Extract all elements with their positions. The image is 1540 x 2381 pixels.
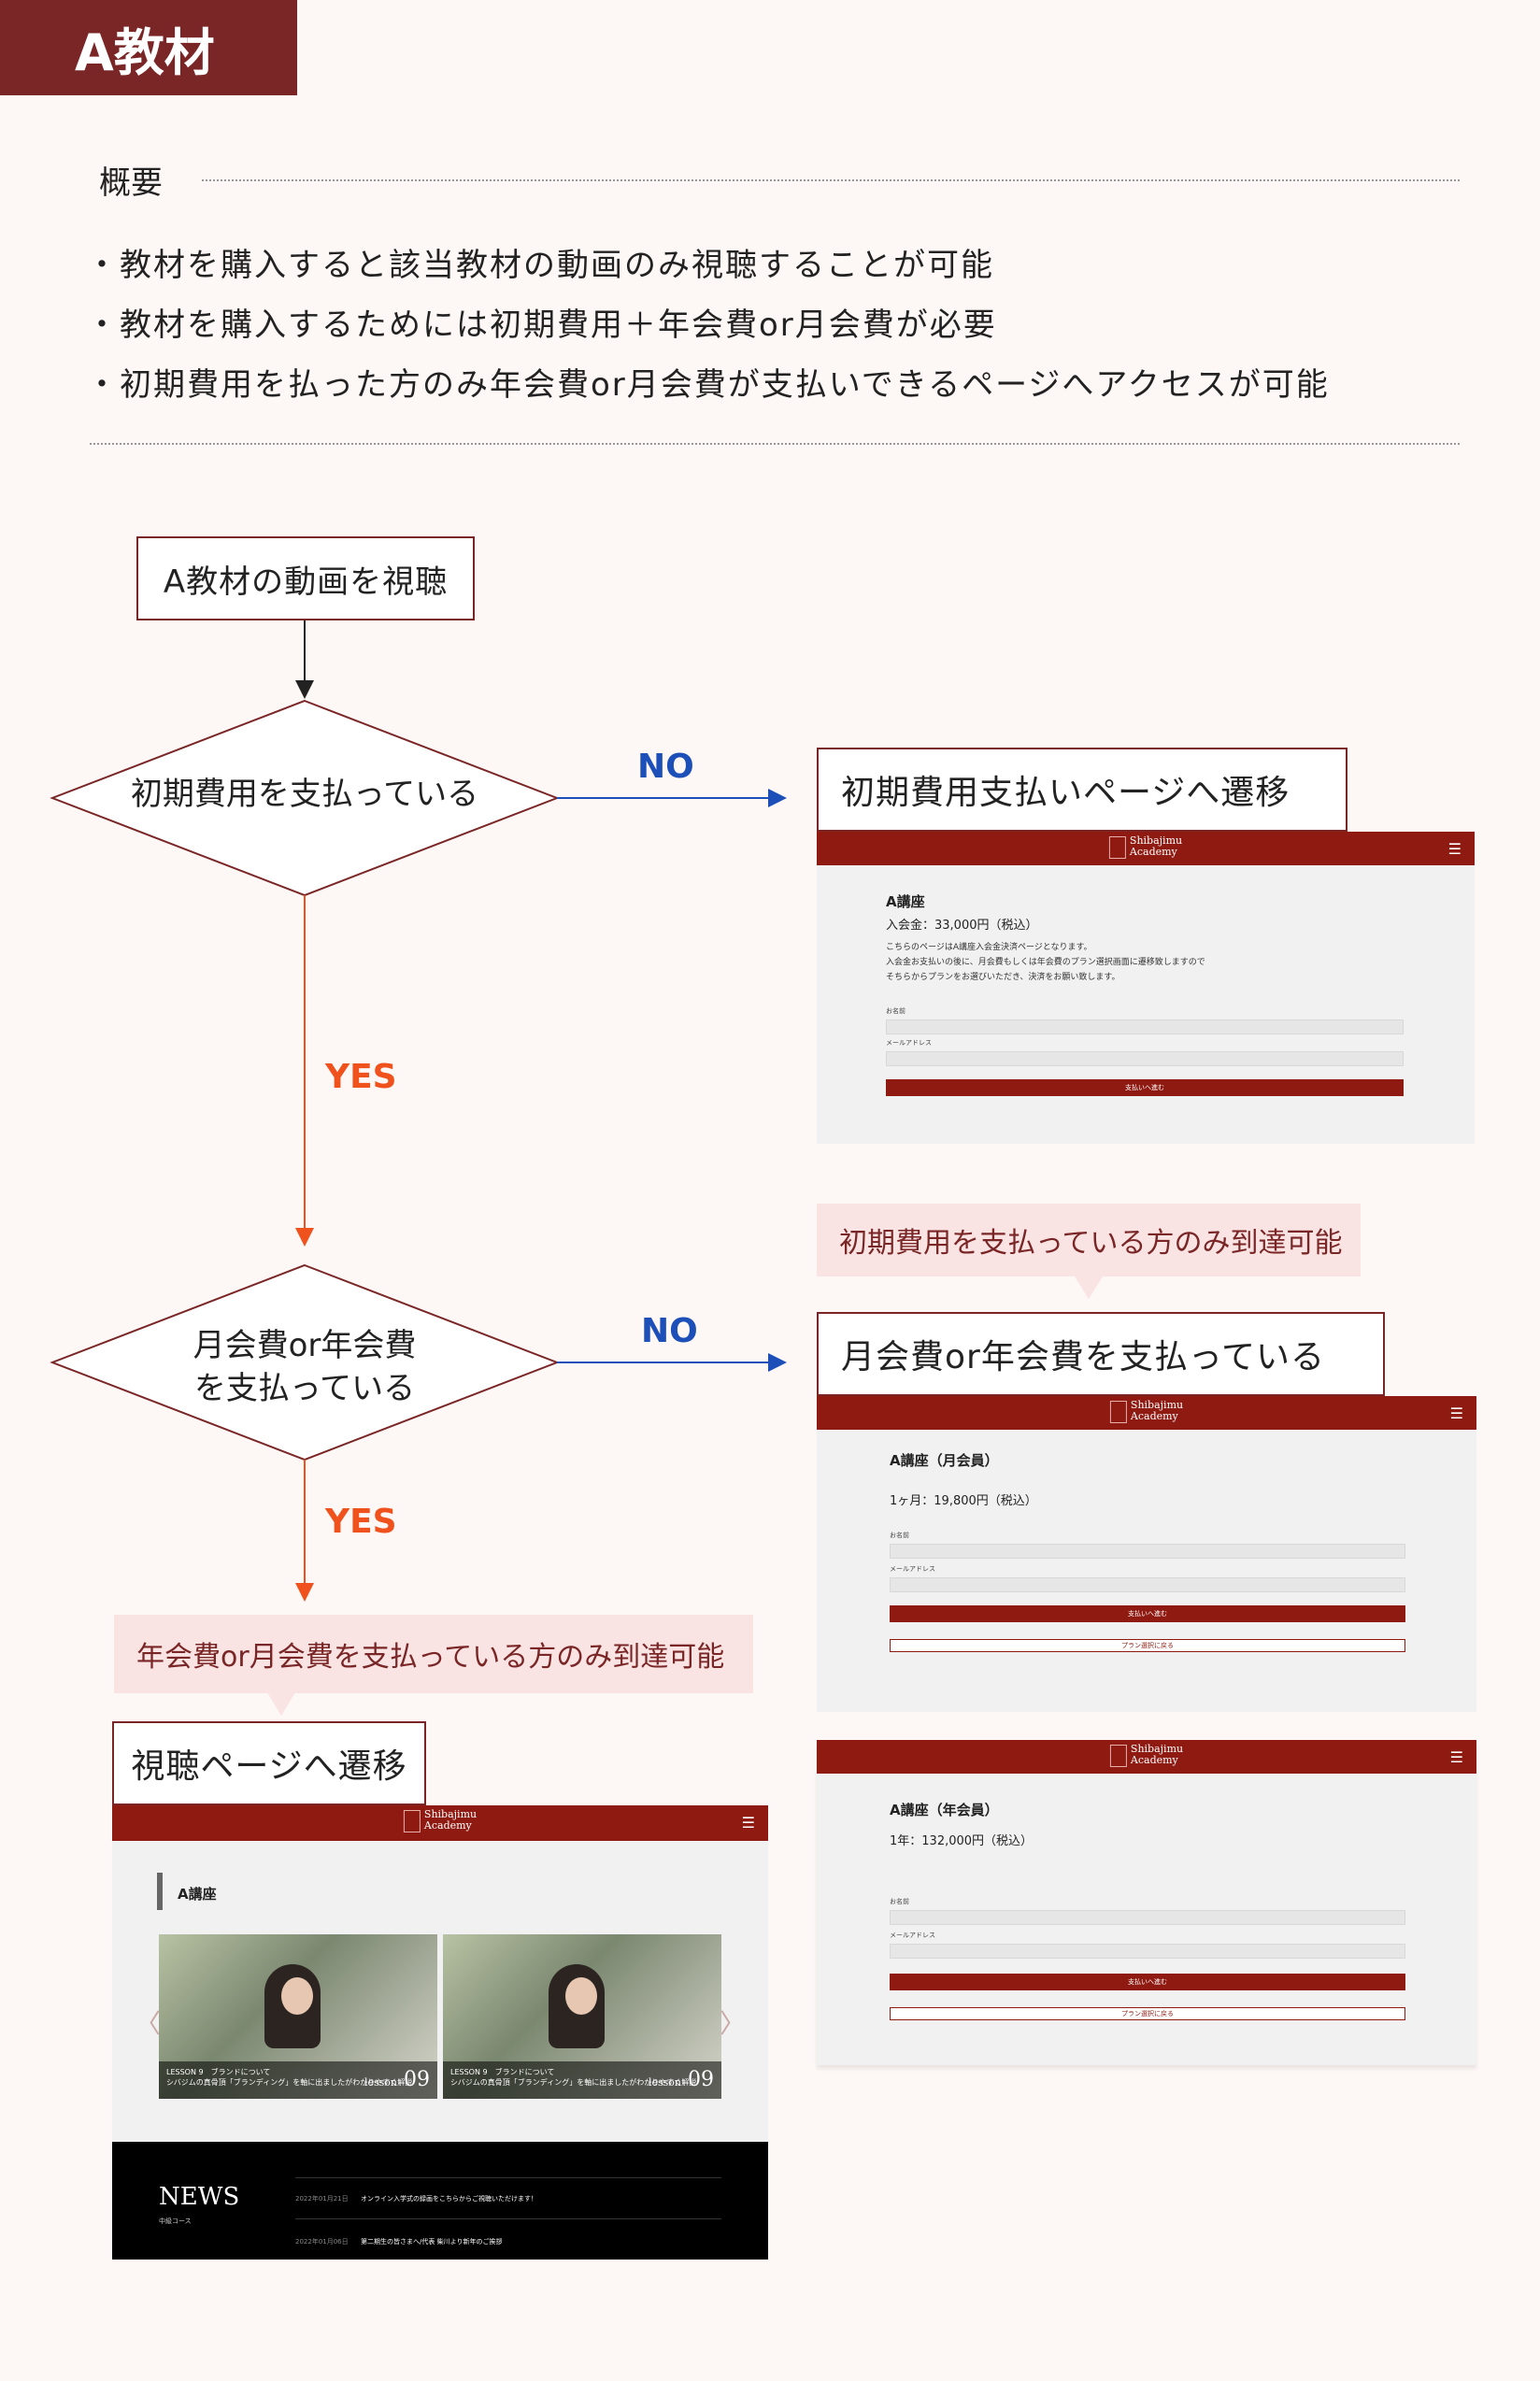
news-section: NEWS 中級コース 2022年01月21日 オンライン入学式の録画をこちらから… [112, 2142, 768, 2260]
hamburger-menu-icon[interactable]: ☰ [1450, 1748, 1463, 1766]
note2-pointer [267, 1692, 295, 1716]
course-heading: A講座 [178, 1884, 217, 1903]
lesson-number: lesson 09 [364, 2068, 430, 2091]
entry-heading: A講座 [886, 891, 1404, 911]
email-input[interactable] [886, 1051, 1404, 1066]
hamburger-menu-icon[interactable]: ☰ [742, 1814, 755, 1832]
note1-pointer [1075, 1276, 1103, 1299]
decision2-text-line1: 月会費or年会費 [118, 1325, 492, 1368]
email-input[interactable] [890, 1577, 1405, 1592]
news-item-date: 2022年01月06日 [295, 2237, 349, 2246]
email-label: メールアドレス [890, 1564, 1405, 1574]
email-label: メールアドレス [890, 1931, 1405, 1940]
decision2-yes-label: YES [325, 1503, 397, 1541]
result2-text: 月会費or年会費を支払っている [841, 1330, 1325, 1378]
back-to-plan-button[interactable]: プラン選択に戻る [890, 2007, 1405, 2020]
lesson-card-1[interactable]: LESSON 9 ブランドについて シバジムの真骨頂「ブランディング」を軸に出ま… [159, 1934, 437, 2099]
name-label: お名前 [890, 1897, 1405, 1906]
result1-box: 初期費用支払いページへ遷移 [817, 748, 1348, 832]
flow-start-text: A教材の動画を視聴 [164, 556, 448, 602]
news-item-date: 2022年01月21日 [295, 2194, 349, 2203]
entry-desc-1: こちらのページはA講座入会金決済ページとなります。 [886, 940, 1404, 955]
news-item-link[interactable]: オンライン入学式の録画をこちらからご視聴いただけます！ [361, 2194, 537, 2203]
result3-text: 視聴ページへ遷移 [131, 1739, 406, 1788]
email-label: メールアドレス [886, 1038, 1404, 1048]
name-input[interactable] [886, 1019, 1404, 1034]
entry-desc-2: 入会金お支払いの後に、月会費もしくは年会費のプラン選択画面に遷移致しますので [886, 955, 1404, 970]
monthly-heading: A講座（月会員） [890, 1450, 1405, 1470]
decision1-yes-label: YES [325, 1058, 397, 1096]
decision2-text-line2: を支払っている [118, 1368, 492, 1411]
proceed-payment-button[interactable]: 支払いへ進む [890, 1605, 1405, 1622]
hamburger-menu-icon[interactable]: ☰ [1450, 1404, 1463, 1422]
decision2-text: 月会費or年会費 を支払っている [118, 1325, 492, 1411]
email-input[interactable] [890, 1944, 1405, 1959]
news-subtitle: 中級コース [159, 2217, 192, 2226]
result3-box: 視聴ページへ遷移 [112, 1721, 426, 1805]
decision2-no-label: NO [641, 1312, 698, 1350]
carousel-prev-icon[interactable]: 〈 [135, 2003, 161, 2041]
proceed-payment-button[interactable]: 支払いへ進む [886, 1079, 1404, 1096]
hamburger-menu-icon[interactable]: ☰ [1448, 840, 1462, 858]
proceed-payment-button[interactable]: 支払いへ進む [890, 1974, 1405, 1990]
decision1-text: 初期費用を支払っている [99, 774, 510, 817]
carousel-next-icon[interactable]: 〉 [720, 2003, 746, 2041]
note-membership-paid-only: 年会費or月会費を支払っている方のみ到達可能 [114, 1615, 753, 1693]
monthly-price: 1ヶ月：19,800円（税込） [890, 1490, 1405, 1508]
yearly-price: 1年：132,000円（税込） [890, 1831, 1405, 1848]
lesson-number: lesson 09 [649, 2068, 714, 2091]
lesson-card-2[interactable]: LESSON 9 ブランドについて シバジムの真骨頂「ブランディング」を軸に出ま… [443, 1934, 721, 2099]
section-marker [157, 1873, 163, 1910]
name-input[interactable] [890, 1910, 1405, 1925]
back-to-plan-button[interactable]: プラン選択に戻る [890, 1639, 1405, 1652]
decision1-no-label: NO [637, 748, 694, 786]
flow-start-box: A教材の動画を視聴 [136, 536, 475, 620]
note-entry-paid-only: 初期費用を支払っている方のみ到達可能 [817, 1204, 1361, 1276]
news-title: NEWS [159, 2183, 239, 2211]
news-item-link[interactable]: 第二期生の皆さまへ/代表 柴川より新年のご挨拶 [361, 2237, 502, 2246]
name-input[interactable] [890, 1544, 1405, 1559]
yearly-heading: A講座（年会員） [890, 1800, 1405, 1819]
name-label: お名前 [886, 1006, 1404, 1016]
name-label: お名前 [890, 1531, 1405, 1540]
result2-box: 月会費or年会費を支払っている [817, 1312, 1385, 1396]
entry-desc-3: そちらからプランをお選びいただき、決済をお願い致します。 [886, 970, 1404, 985]
result1-text: 初期費用支払いページへ遷移 [841, 765, 1290, 814]
entry-price: 入会金：33,000円（税込） [886, 915, 1404, 933]
